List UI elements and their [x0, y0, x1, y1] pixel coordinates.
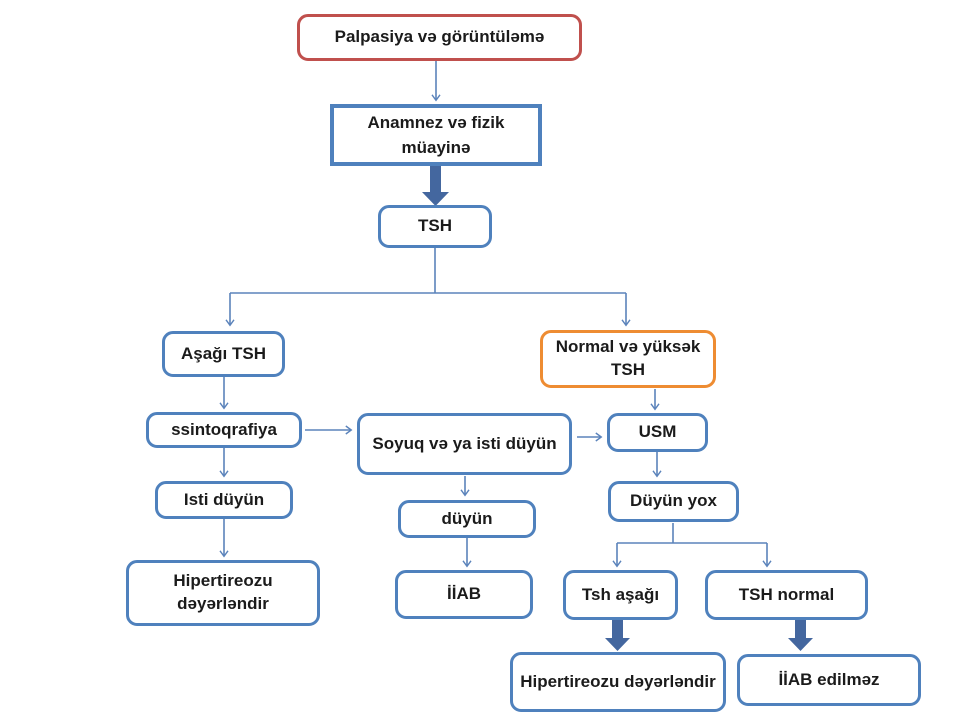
node-tsh: TSH — [378, 205, 492, 248]
node-soyuq-isti: Soyuq və ya isti düyün — [357, 413, 572, 475]
node-hipertireozu-alt: Hipertireozu dəyərləndir — [510, 652, 726, 712]
line-duyunyox-split — [617, 523, 767, 544]
node-normal-tsh: Normal və yüksək TSH — [540, 330, 716, 388]
thick-arrow-anamnez-tsh — [422, 166, 449, 206]
node-palpation: Palpasiya və görüntüləmə — [297, 14, 582, 61]
thick-arrow-tshasagi-hipertireozu — [605, 620, 630, 651]
node-usm: USM — [607, 413, 708, 452]
node-tsh-normal: TSH normal — [705, 570, 868, 620]
line-tsh-split — [230, 248, 626, 294]
node-asagi-tsh: Aşağı TSH — [162, 331, 285, 377]
node-anamnez: Anamnez və fizik müayinə — [330, 104, 542, 166]
node-iiab: İİAB — [395, 570, 533, 619]
node-iiab-edilmez: İİAB edilməz — [737, 654, 921, 706]
thick-arrow-tshnormal-iiabedilmez — [788, 620, 813, 651]
node-isti-duyun: Isti düyün — [155, 481, 293, 519]
node-duyun-yox: Düyün yox — [608, 481, 739, 522]
node-duyun: düyün — [398, 500, 536, 538]
node-hipertireozu-sol: Hipertireozu dəyərləndir — [126, 560, 320, 626]
node-tsh-asagi: Tsh aşağı — [563, 570, 678, 620]
node-ssintoqrafiya: ssintoqrafiya — [146, 412, 302, 448]
